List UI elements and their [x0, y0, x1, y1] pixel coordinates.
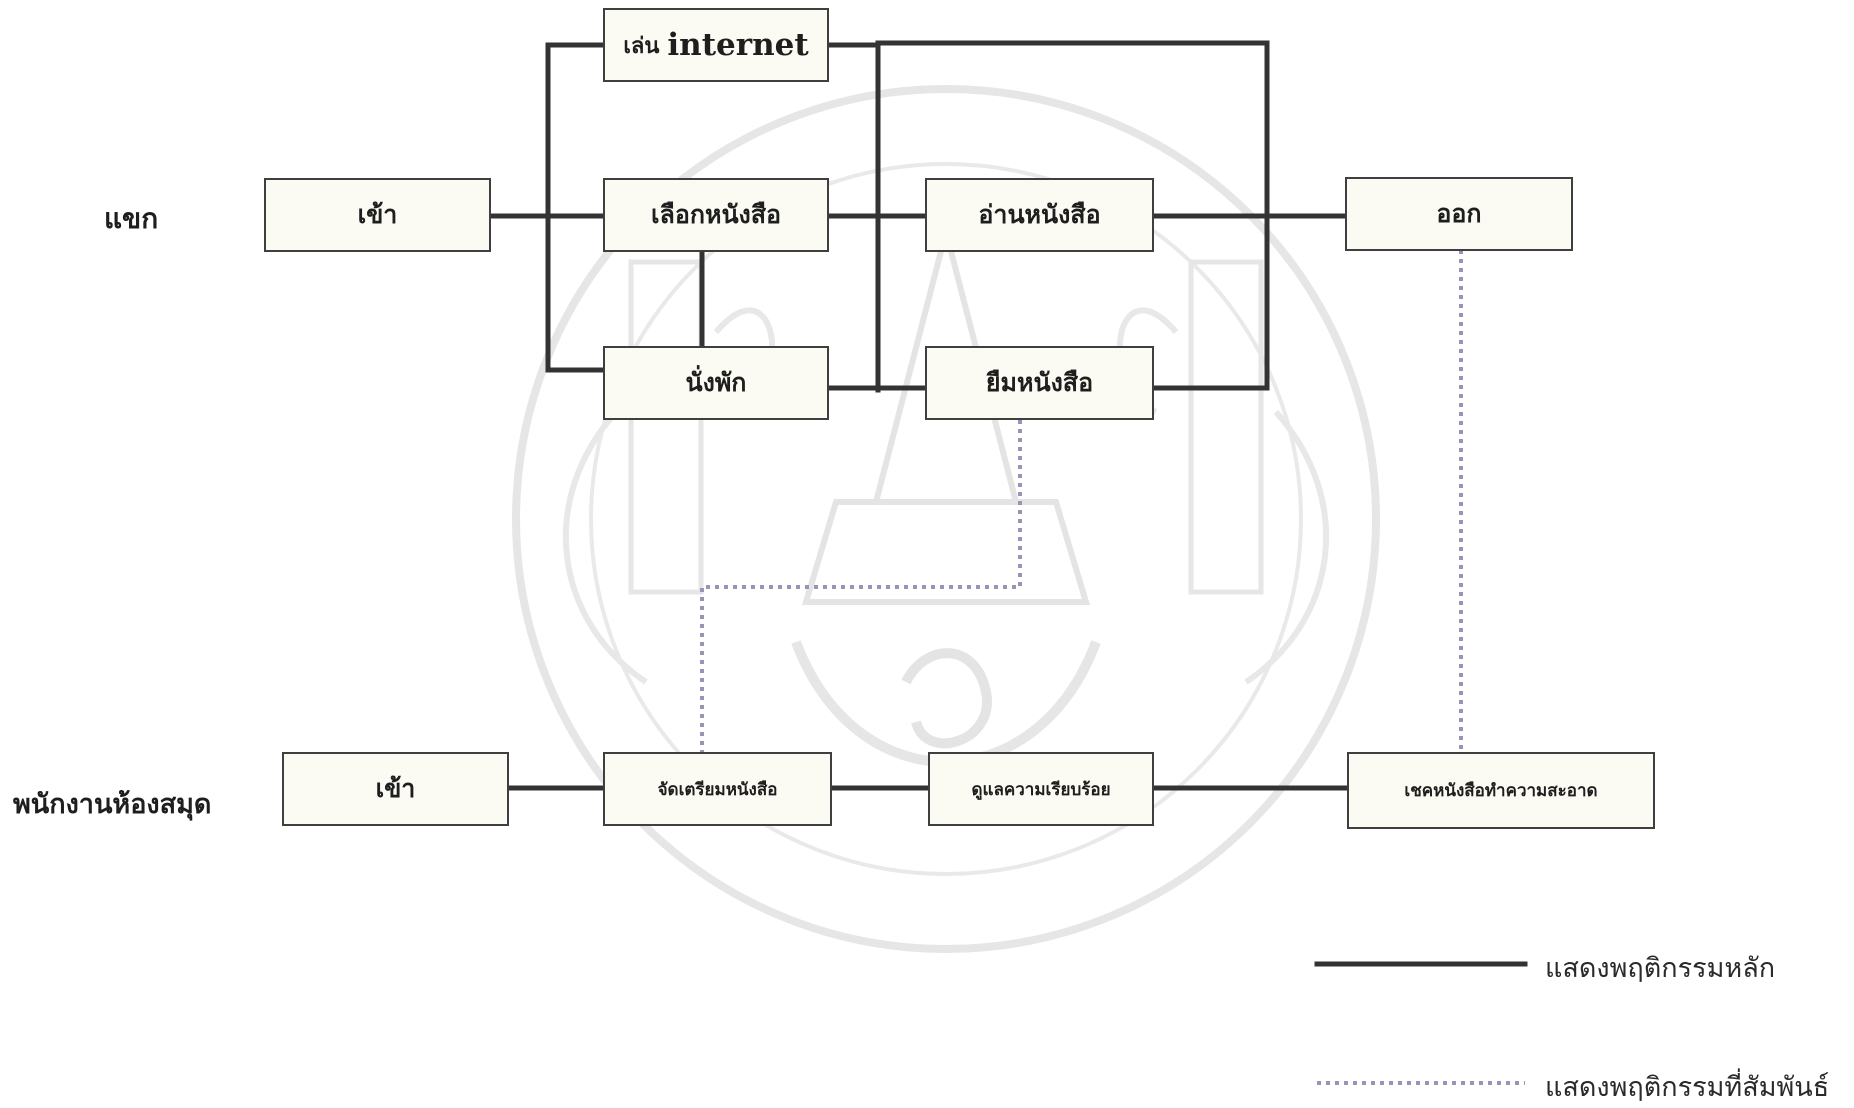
main-behavior-lines: [488, 40, 1528, 967]
legend-main-behavior: แสดงพฤติกรรมหลัก: [1545, 953, 1776, 984]
row-label-guest: แขก: [104, 202, 159, 235]
node-maintain-order-label: ดูแลความเรียบร้อย: [971, 779, 1111, 800]
node-choose-book-label: เลือกหนังสือ: [650, 200, 782, 229]
node-maintain-order: ดูแลความเรียบร้อย: [928, 752, 1154, 826]
node-read-book-label: อ่านหนังสือ: [978, 200, 1101, 229]
node-prepare-books-label: จัดเตรียมหนังสือ: [657, 779, 778, 800]
node-staff-enter: เข้า: [282, 752, 509, 826]
node-internet: เล่น internet: [603, 8, 829, 82]
node-check-clean: เชคหนังสือทำความสะอาด: [1347, 752, 1655, 829]
row-label-staff: พนักงานห้องสมุด: [13, 789, 212, 820]
node-rest-label: นั่งพัก: [685, 368, 747, 397]
legend-related-behavior: แสดงพฤติกรรมที่สัมพันธ์: [1545, 1072, 1830, 1103]
node-staff-enter-label: เข้า: [375, 774, 416, 803]
node-exit: ออก: [1345, 177, 1573, 251]
node-borrow-book-label: ยืมหนังสือ: [985, 368, 1094, 397]
node-borrow-book: ยืมหนังสือ: [925, 346, 1154, 420]
node-prepare-books: จัดเตรียมหนังสือ: [603, 752, 832, 826]
node-internet-prefix: เล่น: [623, 32, 660, 59]
node-internet-word: internet: [667, 27, 809, 63]
node-choose-book: เลือกหนังสือ: [603, 178, 829, 252]
related-behavior-lines: [700, 250, 1525, 1085]
node-guest-enter: เข้า: [264, 178, 491, 252]
node-exit-label: ออก: [1436, 199, 1482, 228]
node-check-clean-label: เชคหนังสือทำความสะอาด: [1404, 781, 1598, 801]
dotted-borrow-to-prepare: [700, 420, 1022, 752]
node-rest: นั่งพัก: [603, 346, 829, 420]
node-guest-enter-label: เข้า: [357, 200, 398, 229]
node-read-book: อ่านหนังสือ: [925, 178, 1154, 252]
